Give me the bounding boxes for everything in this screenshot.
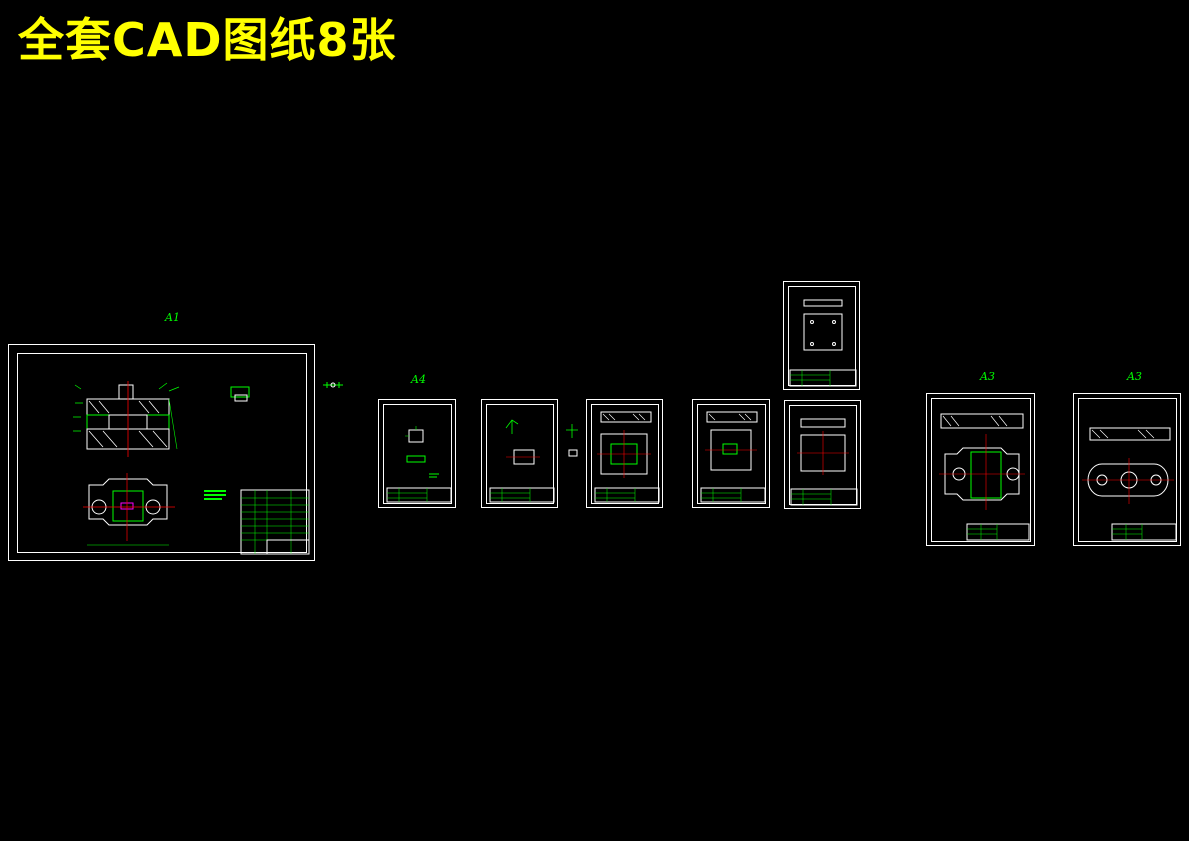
stripper-plate-drawing	[789, 299, 857, 387]
backing-plate-drawing	[790, 418, 858, 506]
sheet-size-label-a4: A4	[411, 373, 426, 386]
sheet-size-label-a3-first: A3	[980, 370, 995, 383]
sheet-inner-border	[383, 404, 452, 504]
assembly-drawing-sheet[interactable]	[8, 344, 315, 561]
sheet-size-label-a3-second: A3	[1127, 370, 1142, 383]
part-drawing-sheet-1[interactable]	[378, 399, 456, 508]
lower-die-plate-drawing-sheet[interactable]	[1073, 393, 1181, 546]
upper-die-plate-drawing-sheet[interactable]	[926, 393, 1035, 546]
backing-plate-drawing-sheet[interactable]	[784, 400, 861, 509]
loose-detail-sketch	[566, 424, 578, 457]
part-drawing-sheet-2[interactable]	[481, 399, 558, 508]
sheet-inner-border	[591, 404, 659, 504]
sheet-inner-border	[931, 398, 1031, 542]
sheet-inner-border	[1078, 398, 1177, 542]
page-title: 全套CAD图纸8张	[18, 13, 397, 67]
sheet-size-label-a1: A1	[165, 311, 180, 324]
sheet-inner-border	[486, 404, 554, 504]
lower-die-plate-drawing	[1082, 427, 1177, 541]
loose-part-sketch	[323, 382, 343, 388]
die-plate-drawing-sheet[interactable]	[586, 399, 663, 508]
part-drawing-2	[489, 419, 555, 503]
part-drawing-1	[386, 426, 452, 503]
stripper-plate-drawing-sheet[interactable]	[783, 281, 860, 390]
upper-die-plate-drawing	[939, 413, 1030, 541]
sheet-inner-border	[17, 353, 307, 553]
punch-plate-drawing-sheet[interactable]	[692, 399, 770, 508]
assembly-drawing	[73, 381, 310, 555]
die-plate-drawing	[594, 411, 660, 503]
punch-plate-drawing	[700, 411, 766, 503]
sheet-inner-border	[697, 404, 766, 504]
